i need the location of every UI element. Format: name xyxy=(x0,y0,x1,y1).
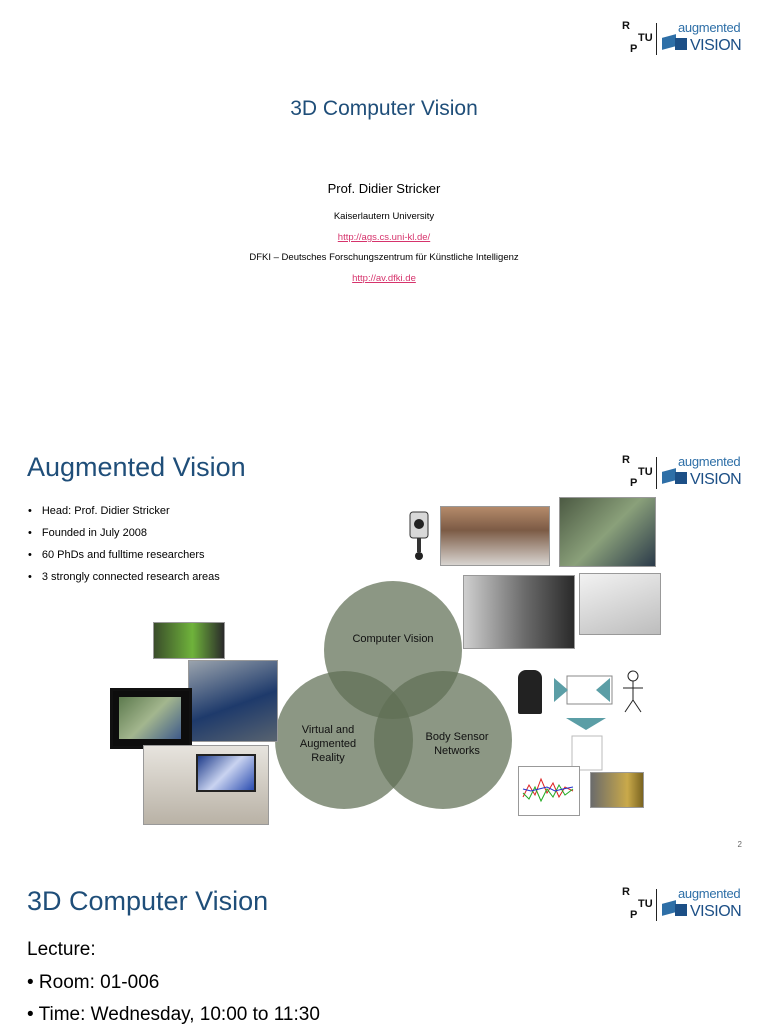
venn-circle-virtual-augmented-reality xyxy=(275,671,413,809)
room-info: • Room: 01-006 xyxy=(27,972,160,993)
rptu-augmented-vision-logo: R TU P augmented VISION xyxy=(622,454,742,489)
sensor-pipeline-diagram xyxy=(554,675,613,771)
logo-divider xyxy=(656,889,657,921)
panorama-interior-image xyxy=(440,506,550,566)
venn-label-left-3: Reality xyxy=(311,752,345,764)
sensor-wearer-image xyxy=(518,670,542,714)
link-ags[interactable]: http://ags.cs.uni-kl.de/ xyxy=(337,232,431,243)
research-areas-venn-diagram: Computer Vision Virtual and Augmented Re… xyxy=(275,581,512,809)
venn-label-left-2: Augmented xyxy=(300,738,356,750)
lecture-label: Lecture: xyxy=(27,939,96,960)
author-name: Prof. Didier Stricker xyxy=(327,181,441,196)
logo-mark-icon-2 xyxy=(675,38,687,50)
slide-title: Augmented Vision xyxy=(27,452,246,482)
logo-mark-icon-2 xyxy=(675,904,687,916)
list-item: Founded in July 2008 xyxy=(28,527,220,539)
venn-label-right-2: Networks xyxy=(434,745,480,757)
list-item: 3 strongly connected research areas xyxy=(28,571,220,583)
link-dfki[interactable]: http://av.dfki.de xyxy=(352,273,416,284)
rptu-augmented-vision-logo: R TU P augmented VISION xyxy=(622,20,742,55)
logo-divider xyxy=(656,457,657,489)
camera-rig-image xyxy=(409,511,429,560)
hand-tracking-image xyxy=(153,622,225,659)
venn-circle-body-sensor-networks xyxy=(374,671,512,809)
ar-assembly-worker-image xyxy=(188,660,278,742)
page-number: 2 xyxy=(737,840,742,849)
venn-label-top: Computer Vision xyxy=(352,633,433,645)
time-info: • Time: Wednesday, 10:00 to 11:30 xyxy=(27,1004,320,1024)
augmented-vision-slide: Augmented Vision R TU P augmented VISION… xyxy=(0,430,768,862)
slide-title: 3D Computer Vision xyxy=(290,97,478,120)
facts-list: Head: Prof. Didier Stricker Founded in J… xyxy=(28,505,220,593)
tablet-map-image xyxy=(110,688,192,749)
affiliation-university: Kaiserlautern University xyxy=(333,211,435,222)
sensor-chip-and-coin-image xyxy=(590,772,644,808)
venn-label-right-1: Body Sensor xyxy=(426,731,489,743)
rptu-augmented-vision-logo: R TU P augmented VISION xyxy=(622,886,742,921)
logo-mark-icon xyxy=(662,34,676,50)
list-item: 60 PhDs and fulltime researchers xyxy=(28,549,220,561)
logo-divider xyxy=(656,23,657,55)
skeleton-model-icon xyxy=(623,670,643,713)
sensor-signal-plot xyxy=(518,766,580,816)
affiliation-dfki: DFKI – Deutsches Forschungszentrum für K… xyxy=(249,252,519,263)
venn-label-left-1: Virtual and xyxy=(302,724,354,736)
person-screen-interaction-image xyxy=(143,745,269,825)
motion-capture-person-image xyxy=(579,573,661,635)
course-info-slide: 3D Computer Vision R TU P augmented VISI… xyxy=(0,862,768,1024)
title-slide: R TU P augmented VISION 3D Computer Visi… xyxy=(0,0,768,430)
logo-mark-icon-2 xyxy=(675,472,687,484)
slide-title: 3D Computer Vision xyxy=(27,886,269,916)
ar-tablet-image xyxy=(559,497,656,567)
logo-mark-icon xyxy=(662,468,676,484)
logo-mark-icon xyxy=(662,900,676,916)
scanner-dome-image xyxy=(463,575,575,649)
list-item: Head: Prof. Didier Stricker xyxy=(28,505,220,517)
